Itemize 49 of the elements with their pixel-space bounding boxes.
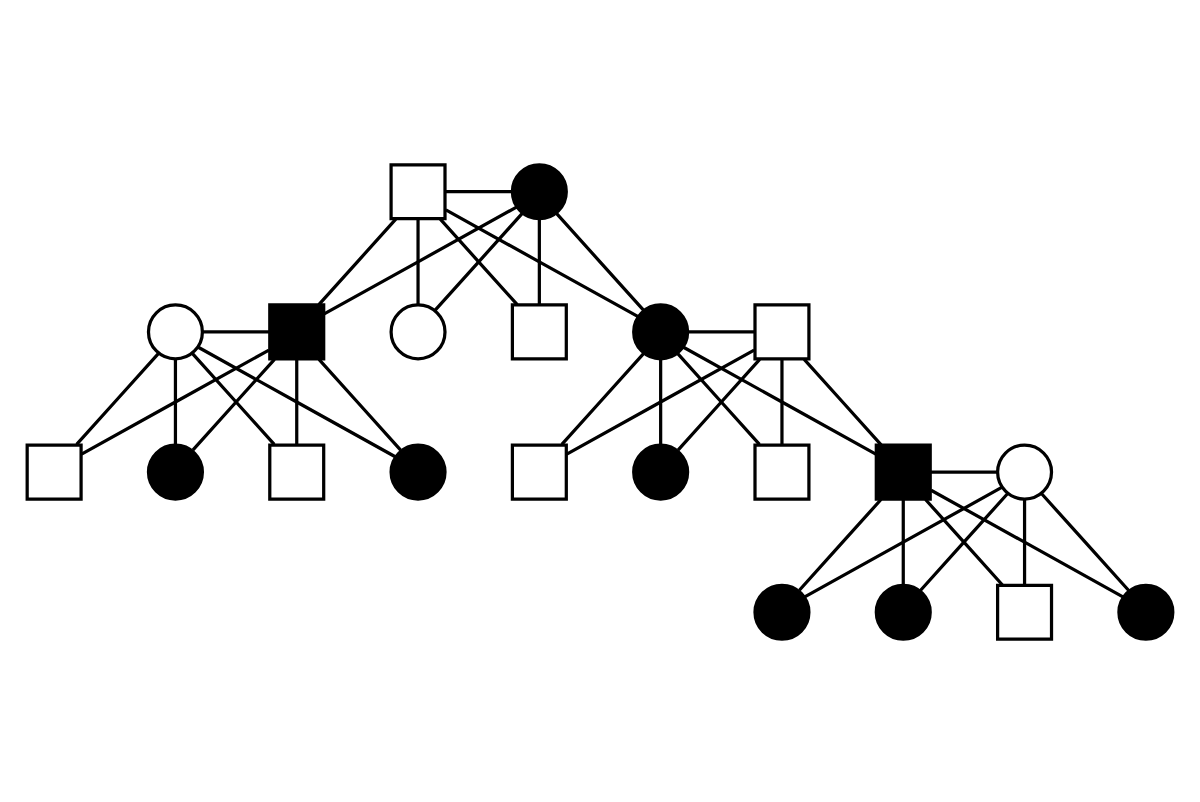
connector (173, 358, 178, 444)
connector (317, 357, 402, 451)
connector (537, 218, 541, 304)
node-box (268, 442, 326, 500)
node-circle (389, 302, 447, 360)
node-box (268, 302, 326, 360)
connector (202, 329, 270, 333)
connector (1040, 491, 1131, 592)
node-circle (146, 442, 204, 500)
connector (659, 358, 663, 444)
node-circle (996, 442, 1054, 500)
connector (682, 344, 877, 455)
node-box (510, 302, 568, 360)
node-box (753, 442, 811, 500)
node-circle (510, 162, 568, 220)
node-circle (389, 442, 447, 500)
node-box (25, 442, 83, 500)
node-circle (632, 302, 690, 360)
connector (930, 469, 998, 473)
connector (798, 497, 883, 591)
node-circle (146, 302, 204, 360)
node-circle (632, 442, 690, 500)
connector (1022, 498, 1027, 584)
connector (566, 347, 755, 455)
node-box (510, 442, 568, 500)
connector (75, 351, 160, 445)
connector (317, 217, 397, 305)
connector (445, 189, 513, 193)
connector (803, 484, 1003, 598)
connector (560, 351, 645, 445)
connector (688, 329, 755, 333)
node-circle (753, 582, 811, 640)
connector (780, 358, 784, 444)
connector (930, 487, 1125, 598)
connector (555, 211, 646, 311)
connector (901, 498, 905, 584)
node-box (874, 442, 932, 500)
connector (445, 207, 639, 318)
connector (323, 204, 518, 315)
connector (80, 347, 270, 455)
node-box (996, 582, 1054, 640)
connector (803, 357, 883, 445)
node-box (389, 162, 447, 220)
node-box (753, 302, 811, 360)
node-circle (1117, 582, 1175, 640)
connector (416, 218, 420, 304)
connector (197, 344, 397, 458)
node-circle (874, 582, 932, 640)
connector (295, 358, 299, 444)
